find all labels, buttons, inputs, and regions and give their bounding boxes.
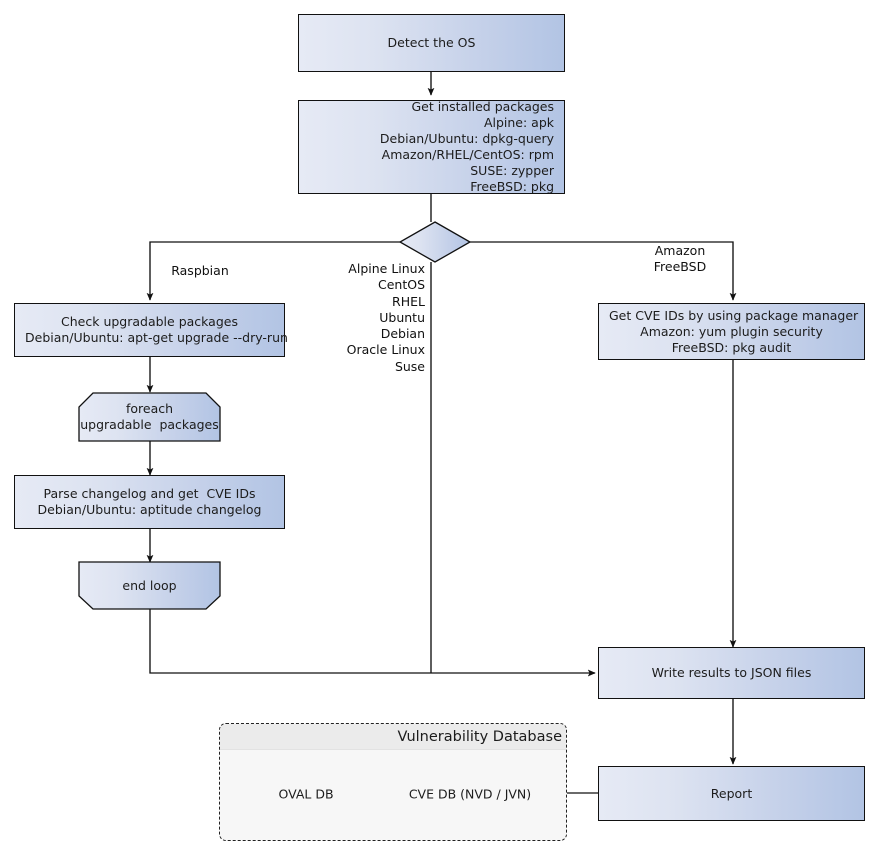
vulnerability-database-title: Vulnerability Database <box>220 724 566 750</box>
node-write-results[interactable]: Write results to JSON files <box>598 647 865 699</box>
oval-db-label: OVAL DB <box>278 786 334 801</box>
cve-db-label: CVE DB (NVD / JVN) <box>408 786 532 801</box>
vulnerability-database-group: Vulnerability Database <box>219 723 567 841</box>
node-get-installed-packages[interactable]: Get installed packages Alpine: apk Debia… <box>298 99 565 194</box>
node-write-results-label: Write results to JSON files <box>651 665 812 680</box>
node-end-loop-label: end loop <box>122 577 177 593</box>
node-foreach-loop-start[interactable]: foreach upgradable packages <box>79 393 220 441</box>
node-report-label: Report <box>710 785 753 801</box>
node-get-cve-ids[interactable]: Get CVE IDs by using package manager Ama… <box>598 303 865 360</box>
oval-db-cylinder[interactable]: OVAL DB <box>233 762 379 825</box>
node-foreach-loop-start-label: foreach upgradable packages <box>80 401 219 432</box>
edge-label-middle-distros: Alpine Linux CentOS RHEL Ubuntu Debian O… <box>346 261 425 374</box>
node-check-upgradable-packages-label: Check upgradable packages Debian/Ubuntu:… <box>25 314 288 345</box>
node-detect-os[interactable]: Detect the OS <box>298 14 565 72</box>
edge-label-amazon-freebsd: Amazon FreeBSD <box>653 243 707 275</box>
node-end-loop[interactable]: end loop <box>79 562 220 609</box>
node-parse-changelog-label: Parse changelog and get CVE IDs Debian/U… <box>37 486 262 517</box>
node-parse-changelog[interactable]: Parse changelog and get CVE IDs Debian/U… <box>14 475 285 529</box>
cve-db-cylinder[interactable]: CVE DB (NVD / JVN) <box>400 762 540 825</box>
node-check-upgradable-packages[interactable]: Check upgradable packages Debian/Ubuntu:… <box>14 303 288 357</box>
node-get-cve-ids-label: Get CVE IDs by using package manager Ama… <box>609 307 859 355</box>
node-report[interactable]: Report <box>598 766 865 821</box>
node-decision[interactable] <box>400 222 470 262</box>
node-detect-os-label: Detect the OS <box>387 35 476 50</box>
node-get-installed-packages-label: Get installed packages Alpine: apk Debia… <box>379 99 554 194</box>
edge-label-raspbian: Raspbian <box>171 263 229 278</box>
